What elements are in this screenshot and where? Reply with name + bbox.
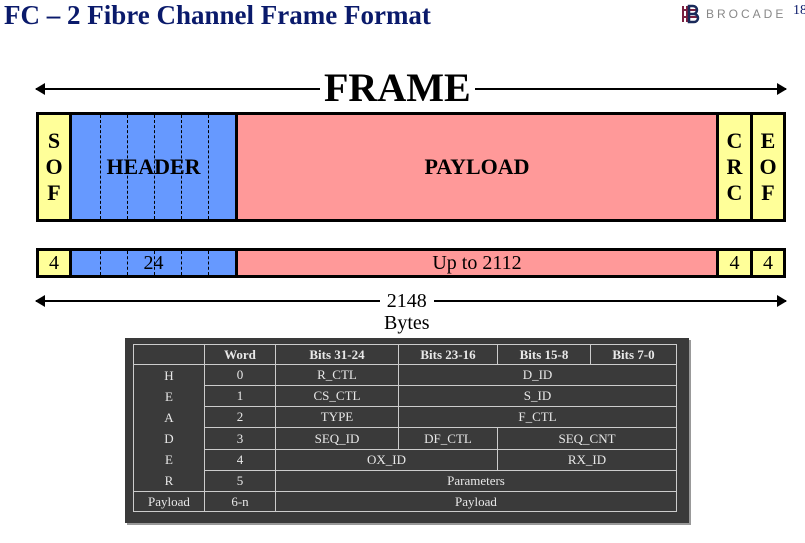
brand-name: BROCADE <box>706 7 787 21</box>
sof-size: 4 <box>39 251 72 275</box>
slide-title: FC – 2 Fibre Channel Frame Format <box>4 0 431 30</box>
brocade-logo-icon <box>682 4 700 24</box>
table-cell: Bits 31-24 <box>275 344 399 365</box>
header-segment: HEADER <box>72 115 238 219</box>
size-bar: 4 24 Up to 2112 4 4 <box>36 248 786 278</box>
brocade-logo: BROCADE <box>680 4 786 24</box>
table-cell: Payload <box>133 491 205 512</box>
frame-label: FRAME <box>320 66 475 110</box>
table-cell: Parameters <box>275 469 677 493</box>
table-cell: CS_CTL <box>275 385 399 408</box>
table-cell: 4 <box>204 448 276 471</box>
page-number: 18 <box>793 3 805 18</box>
table-cell: DF_CTL <box>398 427 498 450</box>
table-cell: S_ID <box>398 385 677 408</box>
payload-size: Up to 2112 <box>238 251 719 275</box>
table-cell: Bits 15-8 <box>497 344 591 365</box>
table-cell: 0 <box>204 363 276 387</box>
table-cell: TYPE <box>275 406 399 429</box>
header-label: HEADER <box>106 154 201 179</box>
table-cell: Payload <box>275 491 677 512</box>
table-cell: Bits 7-0 <box>590 344 677 365</box>
table-cell: 2 <box>204 406 276 429</box>
table-cell <box>133 344 205 365</box>
eof-size: 4 <box>753 251 783 275</box>
table-cell: 5 <box>204 469 276 493</box>
table-cell: OX_ID <box>275 448 498 471</box>
table-cell: Bits 23-16 <box>398 344 498 365</box>
table-cell: 6-n <box>204 491 276 512</box>
table-cell: SEQ_CNT <box>497 427 677 450</box>
table-cell: Word <box>204 344 276 365</box>
table-cell: SEQ_ID <box>275 427 399 450</box>
table-cell: D_ID <box>398 363 677 387</box>
crc-size: 4 <box>719 251 753 275</box>
table-cell: F_CTL <box>398 406 677 429</box>
table-cell: 3 <box>204 427 276 450</box>
header-size: 24 <box>72 251 238 275</box>
table-cell: RX_ID <box>497 448 677 471</box>
table-cell: 1 <box>204 385 276 408</box>
payload-segment: PAYLOAD <box>238 115 719 219</box>
table-cell: R_CTL <box>275 363 399 387</box>
